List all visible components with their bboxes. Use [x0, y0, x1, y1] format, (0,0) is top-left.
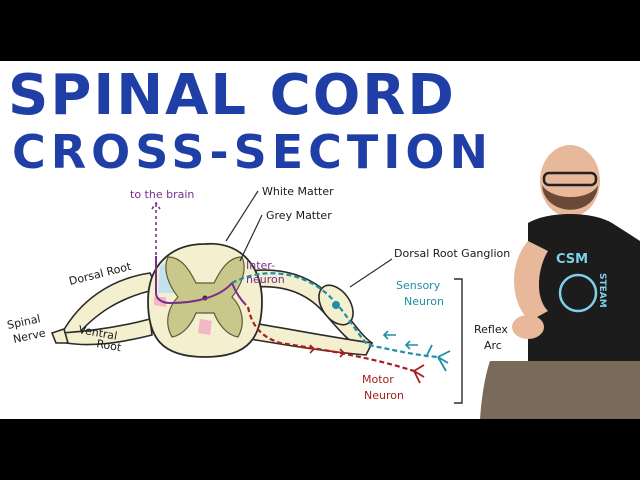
spinal-cord-diagram: to the brain White Matter Grey Matter Do… — [0, 61, 640, 419]
label-reflex-arc-2: Arc — [484, 339, 502, 352]
label-white-matter: White Matter — [262, 185, 334, 198]
thumbnail-frame: SPINAL CORD CROSS-SECTION — [0, 61, 640, 419]
presenter-shirt — [528, 214, 640, 361]
presenter-thumb — [512, 315, 544, 339]
presenter-figure: CSM STEAM — [480, 145, 640, 419]
label-motor-neuron-2: Neuron — [364, 389, 404, 402]
label-dorsal-root-ganglion: Dorsal Root Ganglion — [394, 247, 510, 260]
leader-grey-matter — [240, 215, 262, 261]
label-sensory-neuron-1: Sensory — [396, 279, 441, 292]
sensory-arrows — [384, 331, 418, 349]
label-sensory-neuron-2: Neuron — [404, 295, 444, 308]
presenter-legs — [480, 361, 640, 419]
shirt-text-side: STEAM — [597, 273, 607, 308]
label-interneuron-2: neuron — [246, 273, 285, 286]
label-grey-matter: Grey Matter — [266, 209, 332, 222]
label-to-brain: to the brain — [130, 188, 194, 201]
sensory-cell-body — [332, 301, 340, 309]
to-brain-arrow — [152, 203, 160, 261]
sensory-receptor — [426, 345, 450, 371]
tract-pink-2 — [198, 319, 212, 335]
shirt-text: CSM — [556, 252, 588, 267]
leader-ganglion — [350, 259, 392, 287]
label-motor-neuron-1: Motor — [362, 373, 394, 386]
label-interneuron-1: Inter- — [246, 259, 275, 272]
label-reflex-arc-1: Reflex — [474, 323, 508, 336]
motor-terminal — [414, 365, 424, 383]
reflex-bracket — [454, 279, 462, 403]
